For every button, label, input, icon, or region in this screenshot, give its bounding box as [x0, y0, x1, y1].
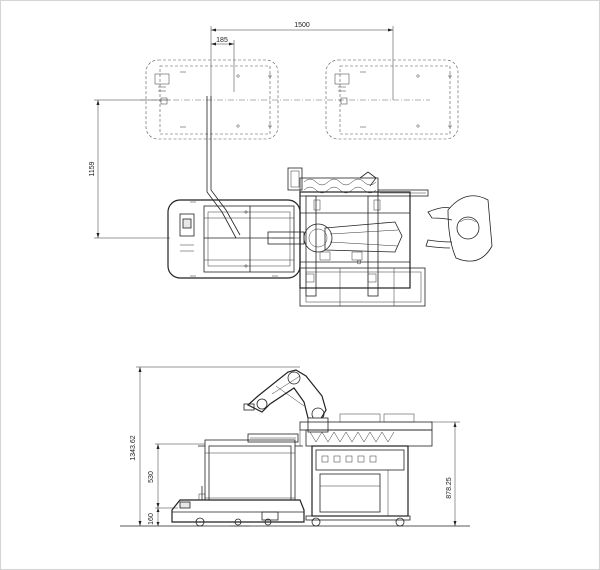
- workstation-top: [267, 167, 429, 307]
- dimension-label-1159: 1159: [89, 161, 96, 176]
- agv-main-top: [167, 199, 301, 279]
- dimension-1343-62: 1343.62: [130, 366, 300, 526]
- dimension-185: 185: [211, 37, 235, 92]
- dimension-label-530: 530: [148, 471, 155, 483]
- dimension-label-878-25: 878.25: [446, 477, 453, 499]
- dimension-530: 530: [148, 443, 205, 508]
- operator-figure: [425, 195, 493, 262]
- top-view: 1500 185 1159: [89, 22, 493, 307]
- side-view: 1343.62 530 160 878.25: [120, 366, 470, 527]
- dimension-label-160: 160: [148, 513, 155, 525]
- dimension-878-25: 878.25: [430, 421, 460, 526]
- agv-ghost-right: [325, 59, 459, 140]
- cart-frame-side: [198, 433, 303, 501]
- workstation-side: [299, 413, 433, 527]
- dimension-1159: 1159: [89, 99, 170, 239]
- dimension-160: 160: [148, 507, 178, 526]
- agv-main-side: [171, 486, 305, 527]
- robot-arm-side: [243, 369, 329, 433]
- dimension-1500: 1500: [210, 22, 394, 100]
- dimension-label-1500: 1500: [294, 22, 310, 29]
- agv-ghost-left: [145, 59, 279, 140]
- dimension-label-185: 185: [216, 37, 228, 44]
- dimension-label-1343-62: 1343.62: [130, 435, 137, 460]
